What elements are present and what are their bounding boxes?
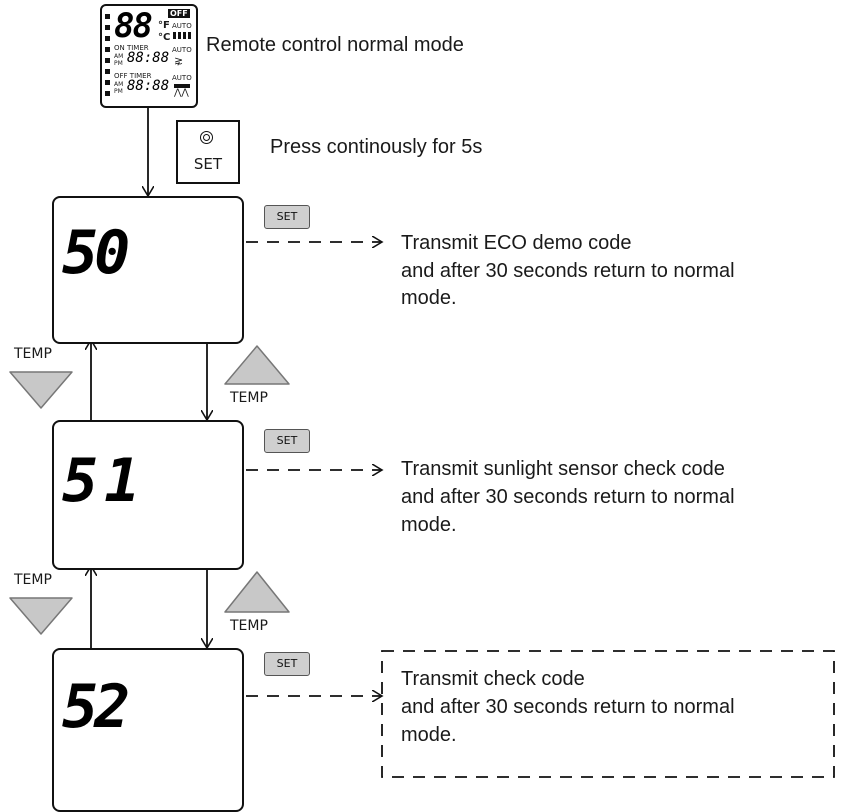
desc-52-line1: Transmit check code bbox=[401, 668, 585, 690]
remote-lcd: 88 OFF °F °C AUTO ON TIMER AM PM 88:88 A… bbox=[100, 4, 198, 108]
lcd-off-timer: OFF TIMER bbox=[114, 72, 152, 80]
set-key-label: SET bbox=[193, 155, 223, 173]
lcd-auto-fan: AUTO bbox=[172, 22, 192, 30]
code-screen-52: 52 bbox=[52, 648, 244, 812]
code-display-50: 50 bbox=[62, 218, 130, 288]
temp-label-up-1: TEMP bbox=[230, 390, 268, 406]
set-key-caption: Press continously for 5s bbox=[270, 136, 483, 158]
temp-down-triangle-2 bbox=[9, 597, 73, 635]
lcd-indicator-bars bbox=[105, 14, 110, 100]
temp-label-down-1: TEMP bbox=[14, 346, 52, 362]
lcd-off-time: 88:88 bbox=[127, 78, 170, 94]
desc-52-line2: and after 30 seconds return to normal bbox=[401, 696, 735, 718]
desc-51-line1: Transmit sunlight sensor check code bbox=[401, 458, 725, 480]
flow-connectors bbox=[9, 108, 835, 778]
desc-50-line3: mode. bbox=[401, 287, 457, 309]
lcd-auto-vane: AUTO bbox=[172, 74, 192, 82]
desc-51-line2: and after 30 seconds return to normal bbox=[401, 486, 735, 508]
temp-label-down-2: TEMP bbox=[14, 572, 52, 588]
code-screen-50: 50 bbox=[52, 196, 244, 344]
swing-icon: ⋧ bbox=[174, 54, 184, 67]
lcd-on-time: 88:88 bbox=[127, 50, 170, 66]
lcd-am-2: AM bbox=[114, 81, 124, 88]
lcd-auto-swing: AUTO bbox=[172, 46, 192, 54]
desc-50-line2: and after 30 seconds return to normal bbox=[401, 260, 735, 282]
lcd-on-timer: ON TIMER bbox=[114, 44, 149, 52]
set-button-51[interactable]: SET bbox=[264, 429, 310, 453]
set-key-indicator-icon bbox=[200, 131, 213, 144]
remote-caption: Remote control normal mode bbox=[206, 34, 464, 56]
lcd-temp-digits: 88 bbox=[114, 6, 153, 46]
lcd-degree-f: °F bbox=[158, 20, 170, 31]
set-key[interactable]: SET bbox=[176, 120, 240, 184]
vane-icon bbox=[174, 84, 190, 88]
dashed-box-52 bbox=[381, 650, 835, 778]
code-display-52: 52 bbox=[62, 672, 130, 742]
temp-up-triangle-2 bbox=[224, 571, 290, 613]
lcd-pm: PM bbox=[114, 60, 123, 67]
lcd-degree-c: °C bbox=[158, 32, 171, 43]
desc-52-line3: mode. bbox=[401, 724, 457, 746]
vane-lines-icon: ⋀⋀ bbox=[174, 88, 189, 98]
lcd-off-badge: OFF bbox=[168, 9, 190, 18]
set-button-50[interactable]: SET bbox=[264, 205, 310, 229]
temp-up-triangle-1 bbox=[224, 345, 290, 385]
lcd-am: AM bbox=[114, 53, 124, 60]
temp-down-triangle-1 bbox=[9, 371, 73, 409]
code-display-51: 51 bbox=[62, 446, 147, 516]
desc-50-line1: Transmit ECO demo code bbox=[401, 232, 632, 254]
code-screen-51: 51 bbox=[52, 420, 244, 570]
temp-label-up-2: TEMP bbox=[230, 618, 268, 634]
set-button-52[interactable]: SET bbox=[264, 652, 310, 676]
fan-bars-icon bbox=[173, 32, 191, 39]
lcd-pm-2: PM bbox=[114, 88, 123, 95]
desc-51-line3: mode. bbox=[401, 514, 457, 536]
